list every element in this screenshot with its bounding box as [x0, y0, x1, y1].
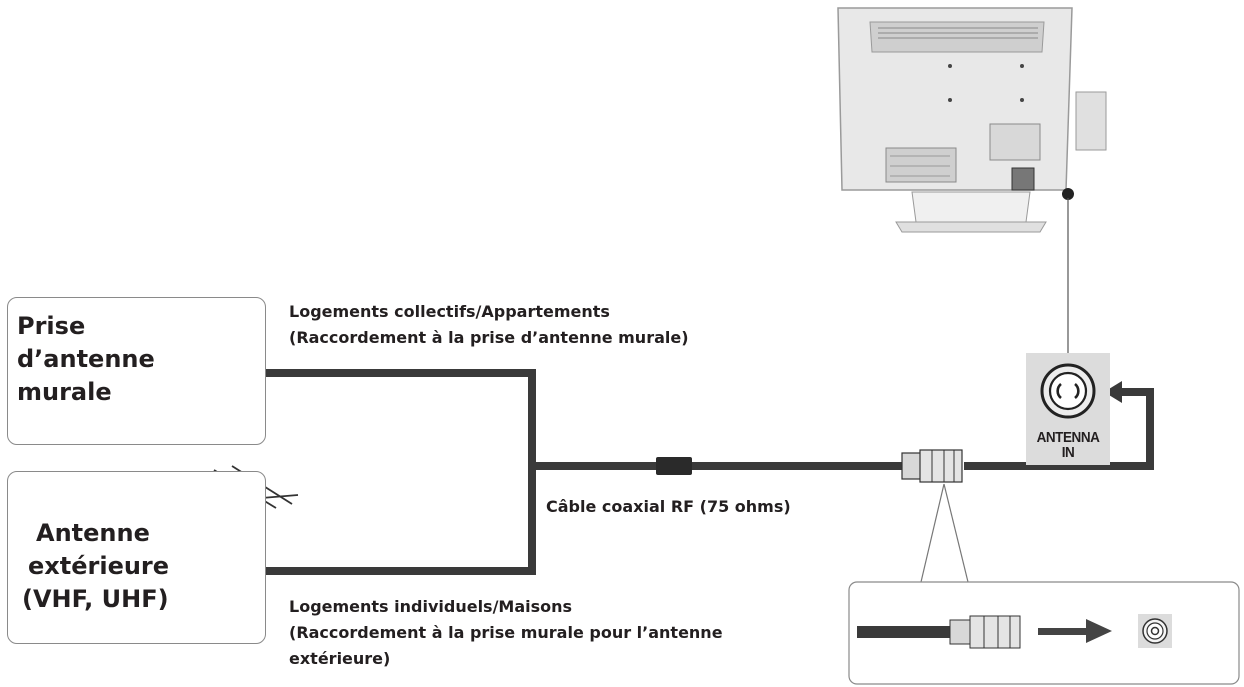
detail-plug-icon: [857, 615, 1021, 649]
caption-line: (Raccordement à la prise d’antenne mural…: [289, 328, 689, 347]
arrow-head: [1104, 381, 1122, 403]
cable-caption: Câble coaxial RF (75 ohms): [546, 497, 791, 516]
coax-plug-icon: [901, 449, 963, 483]
outdoor-antenna-label-line: Antenne: [36, 519, 150, 547]
detail-jack-icon: [1138, 614, 1172, 648]
caption-line: extérieure): [289, 649, 391, 668]
houses-caption: Logements individuels/Maisons (Raccordem…: [289, 594, 723, 672]
apartments-caption: Logements collectifs/Appartements (Racco…: [289, 299, 689, 351]
wall-outlet-label: Prise d’antenne murale: [17, 310, 155, 409]
outdoor-antenna-label: Antenne extérieure (VHF, UHF): [22, 517, 169, 616]
outdoor-antenna-box: [7, 471, 266, 644]
wall-outlet-box: [7, 297, 266, 445]
wall-outlet-label-line: murale: [17, 378, 112, 406]
tv-rear-view: [837, 7, 1107, 233]
wall-outlet-label-line: d’antenne: [17, 345, 155, 373]
wall-outlet-label-line: Prise: [17, 312, 86, 340]
antenna-in-label-line: ANTENNA: [1036, 429, 1100, 446]
antenna-in-label-line: IN: [1061, 444, 1075, 461]
antenna-jack-icon: [1040, 363, 1096, 419]
caption-line: Logements individuels/Maisons: [289, 597, 573, 616]
caption-line: (Raccordement à la prise murale pour l’a…: [289, 623, 723, 642]
caption-line: Logements collectifs/Appartements: [289, 302, 610, 321]
outdoor-antenna-label-line: extérieure: [28, 552, 170, 580]
outdoor-antenna-label-line: (VHF, UHF): [22, 585, 169, 613]
antenna-in-label: ANTENNA IN: [1030, 430, 1106, 460]
ferrite-core: [656, 457, 692, 475]
detail-arrow-icon: [1038, 619, 1112, 643]
callout-lines: [920, 483, 969, 583]
